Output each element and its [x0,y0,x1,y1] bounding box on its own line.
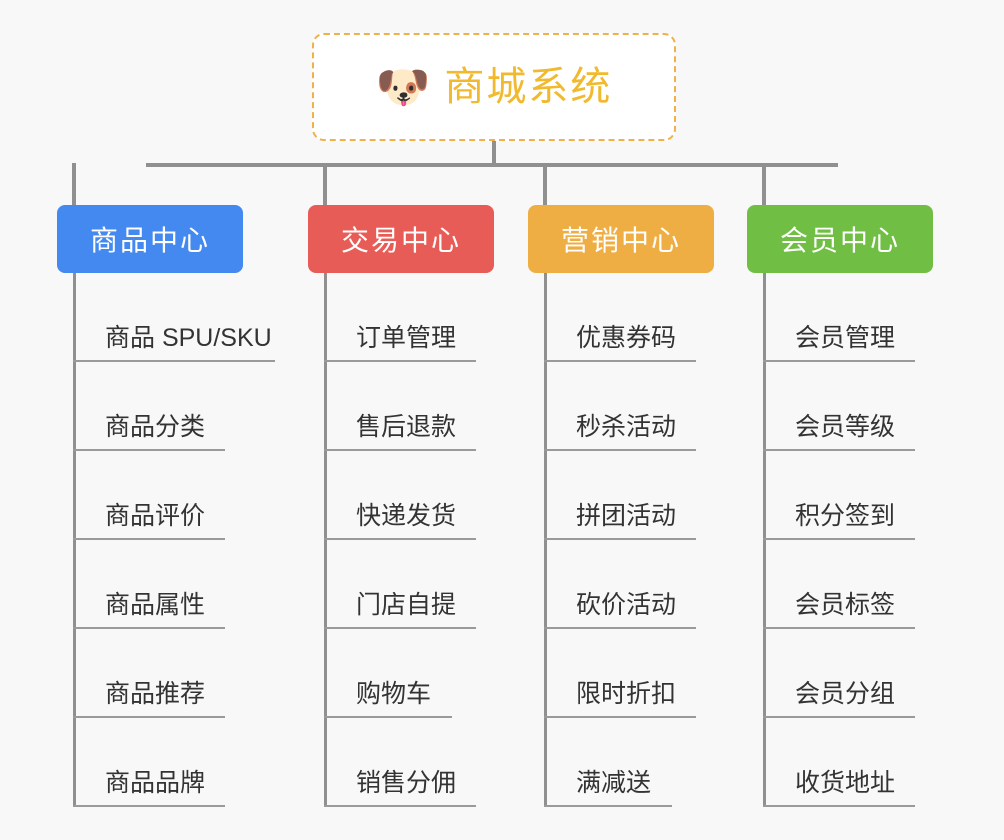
leaf-item-rule [763,360,915,362]
leaf-item[interactable]: 收货地址 [763,718,915,807]
leaf-item-rule [73,360,275,362]
leaf-item-rule [73,805,225,807]
leaf-item[interactable]: 限时折扣 [544,629,696,718]
leaf-item-label: 商品评价 [105,501,206,530]
leaf-item[interactable]: 优惠券码 [544,273,696,362]
leaf-item-label: 拼团活动 [576,501,677,530]
leaf-item-label: 秒杀活动 [576,412,677,441]
leaf-item[interactable]: 商品评价 [73,451,272,540]
leaf-item-rule [324,805,476,807]
leaf-item-rule [73,449,225,451]
category-label: 商品中心 [89,225,210,256]
connector-root-stem [492,141,496,165]
shiba-dog-face-icon: 🐶 [375,63,431,112]
leaf-item-rule [73,538,225,540]
leaf-item-rule [73,627,225,629]
leaf-item-rule [763,805,915,807]
leaf-item[interactable]: 订单管理 [324,273,476,362]
leaf-item-rule [324,716,452,718]
leaf-item-label: 会员等级 [795,412,896,441]
leaf-item-label: 砍价活动 [576,590,677,619]
leaf-item-label: 商品品牌 [105,768,206,797]
leaf-column-2: 优惠券码秒杀活动拼团活动砍价活动限时折扣满减送 [544,273,696,807]
category-label: 交易中心 [340,225,461,256]
leaf-item-label: 快递发货 [356,501,457,530]
leaf-spine [544,273,547,807]
leaf-column-3: 会员管理会员等级积分签到会员标签会员分组收货地址 [763,273,915,807]
connector-drop-2 [543,163,547,205]
leaf-item-label: 商品分类 [105,412,206,441]
leaf-item[interactable]: 商品推荐 [73,629,272,718]
leaf-item[interactable]: 商品分类 [73,362,272,451]
root-title: 商城系统 [444,65,613,109]
leaf-item[interactable]: 会员等级 [763,362,915,451]
leaf-item-rule [763,627,915,629]
leaf-item-label: 门店自提 [356,590,457,619]
leaf-item-label: 限时折扣 [576,679,677,708]
leaf-item[interactable]: 商品品牌 [73,718,272,807]
leaf-item[interactable]: 积分签到 [763,451,915,540]
leaf-item-rule [73,716,225,718]
leaf-item-rule [324,538,476,540]
leaf-item-rule [544,538,696,540]
leaf-item-label: 商品 SPU/SKU [105,323,272,352]
leaf-item[interactable]: 砍价活动 [544,540,696,629]
leaf-item-rule [544,805,672,807]
category-box-0[interactable]: 商品中心 [57,205,243,273]
category-box-3[interactable]: 会员中心 [747,205,933,273]
leaf-item-label: 收货地址 [795,768,896,797]
category-label: 会员中心 [779,225,900,256]
leaf-item-label: 售后退款 [356,412,457,441]
leaf-item-label: 购物车 [356,679,432,708]
leaf-item-rule [544,360,696,362]
category-label: 营销中心 [560,225,681,256]
leaf-item-label: 积分签到 [795,501,896,530]
leaf-item-label: 会员分组 [795,679,896,708]
leaf-item-label: 销售分佣 [356,768,457,797]
category-box-1[interactable]: 交易中心 [308,205,494,273]
leaf-item[interactable]: 门店自提 [324,540,476,629]
leaf-item-label: 会员管理 [795,323,896,352]
leaf-item-label: 商品推荐 [105,679,206,708]
leaf-column-1: 订单管理售后退款快递发货门店自提购物车销售分佣 [324,273,476,807]
category-box-2[interactable]: 营销中心 [528,205,714,273]
connector-drop-1 [323,163,327,205]
leaf-item-label: 优惠券码 [576,323,677,352]
leaf-item[interactable]: 满减送 [544,718,676,807]
leaf-item-rule [324,627,476,629]
leaf-item[interactable]: 商品 SPU/SKU [73,273,275,362]
leaf-item-rule [324,360,476,362]
leaf-spine [324,273,327,807]
connector-drop-3 [762,163,766,205]
leaf-item-rule [763,449,915,451]
leaf-item-rule [544,627,696,629]
leaf-item[interactable]: 快递发货 [324,451,476,540]
leaf-item-rule [544,716,696,718]
leaf-item[interactable]: 会员分组 [763,629,915,718]
leaf-item[interactable]: 秒杀活动 [544,362,696,451]
leaf-spine [763,273,766,807]
leaf-column-0: 商品 SPU/SKU 商品分类商品评价商品属性商品推荐商品品牌 [73,273,275,807]
leaf-item-rule [324,449,476,451]
leaf-item-label: 订单管理 [356,323,457,352]
leaf-item[interactable]: 商品属性 [73,540,272,629]
leaf-item-label: 满减送 [576,768,652,797]
leaf-item[interactable]: 购物车 [324,629,456,718]
leaf-item[interactable]: 会员标签 [763,540,915,629]
leaf-item[interactable]: 售后退款 [324,362,476,451]
leaf-item[interactable]: 销售分佣 [324,718,476,807]
connector-horizontal-bus [146,163,838,167]
leaf-item-rule [544,449,696,451]
connector-drop-0 [72,163,76,205]
leaf-item-label: 会员标签 [795,590,896,619]
leaf-item-label: 商品属性 [105,590,206,619]
leaf-item[interactable]: 会员管理 [763,273,915,362]
leaf-spine [73,273,76,807]
root-node[interactable]: 🐶 商城系统 [312,33,676,141]
leaf-item-rule [763,716,915,718]
leaf-item[interactable]: 拼团活动 [544,451,696,540]
leaf-item-rule [763,538,915,540]
